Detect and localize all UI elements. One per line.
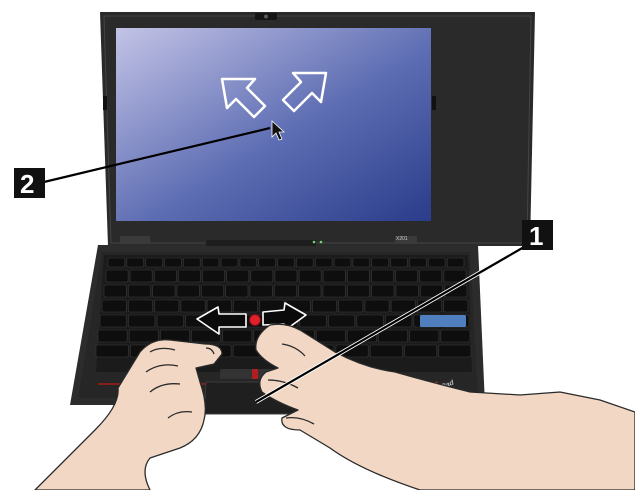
keyboard-key <box>396 270 418 282</box>
keyboard-key <box>328 315 355 327</box>
keyboard-key <box>203 270 225 282</box>
keyboard-key <box>223 330 252 342</box>
keyboard-key <box>323 270 345 282</box>
keyboard-key <box>165 258 182 267</box>
keyboard-key <box>240 258 257 267</box>
keyboard-key <box>347 270 369 282</box>
keyboard-key <box>202 258 219 267</box>
keyboard-key <box>130 270 152 282</box>
keyboard-key <box>315 258 332 267</box>
keyboard-key <box>201 285 223 297</box>
keyboard-key <box>410 330 439 342</box>
keyboard-key <box>316 330 345 342</box>
keyboard-key <box>347 285 369 297</box>
keyboard-key <box>250 285 272 297</box>
keyboard-key <box>259 258 276 267</box>
keyboard-key <box>127 258 144 267</box>
keyboard-key <box>339 300 363 312</box>
keyboard-key <box>153 285 175 297</box>
keyboard-key <box>129 315 156 327</box>
keyboard-key <box>251 270 273 282</box>
keyboard-key <box>155 300 179 312</box>
keyboard-key <box>157 315 184 327</box>
keyboard-key <box>226 285 248 297</box>
keyboard-key <box>233 300 257 312</box>
keyboard-key <box>372 285 394 297</box>
keyboard-key <box>108 258 125 267</box>
callout-1-label: 1 <box>529 221 543 251</box>
keyboard-key <box>102 300 126 312</box>
keyboard-key <box>444 300 468 312</box>
keyboard-key <box>405 345 437 357</box>
keyboard-key <box>128 300 152 312</box>
keyboard-key <box>439 345 471 357</box>
keyboard-key <box>106 270 128 282</box>
keyboard-key <box>379 330 408 342</box>
keyboard-key <box>96 345 128 357</box>
keyboard-key <box>227 270 249 282</box>
keyboard-key <box>334 258 351 267</box>
keyboard-key <box>154 270 176 282</box>
keyboard-key <box>129 330 158 342</box>
keyboard-key <box>128 285 150 297</box>
keyboard-key <box>323 285 345 297</box>
callout-2-label: 2 <box>20 169 34 199</box>
keyboard-key <box>177 285 199 297</box>
keyboard-key <box>370 345 402 357</box>
keyboard-key <box>428 258 445 267</box>
keyboard-key <box>420 270 442 282</box>
keyboard-key <box>447 258 464 267</box>
keyboard-key <box>299 285 321 297</box>
keyboard-key <box>181 300 205 312</box>
keyboard-key <box>396 285 418 297</box>
keyboard-key <box>299 270 321 282</box>
laptop-screen <box>116 28 431 221</box>
keyboard-key <box>98 330 127 342</box>
enter-key <box>420 315 466 327</box>
keyboard-key <box>221 258 238 267</box>
keyboard-key <box>391 258 408 267</box>
keyboard-key <box>146 258 163 267</box>
keyboard-key <box>296 258 313 267</box>
keyboard-key <box>441 330 470 342</box>
keyboard-key <box>372 270 394 282</box>
keyboard-key <box>178 270 200 282</box>
keyboard-key <box>278 258 295 267</box>
keyboard-key <box>410 258 427 267</box>
keyboard-key <box>104 285 126 297</box>
keyboard-key <box>274 285 296 297</box>
keyboard-key <box>353 258 370 267</box>
keyboard-key <box>183 258 200 267</box>
keyboard-key <box>372 258 389 267</box>
model-label: X201 <box>396 236 408 242</box>
keyboard-key <box>365 300 389 312</box>
keyboard-key <box>275 270 297 282</box>
keyboard-key <box>100 315 127 327</box>
keyboard-key <box>357 315 384 327</box>
keyboard-key <box>312 300 336 312</box>
trackpoint-pointing-stick <box>250 315 261 326</box>
